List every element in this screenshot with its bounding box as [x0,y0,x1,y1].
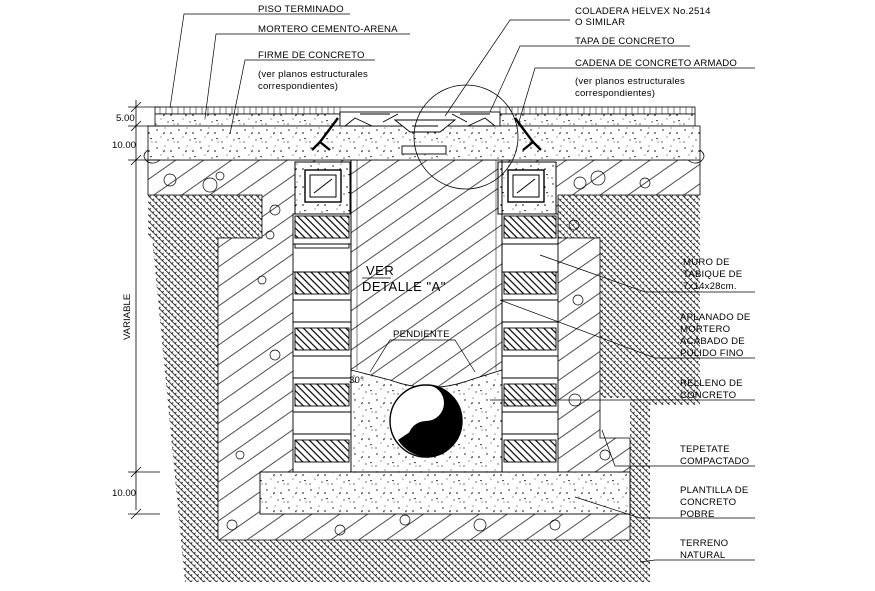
label-detalle: DETALLE "A" [362,279,446,294]
rebar [311,117,542,151]
label-aplanado-3: ACABADO DE [680,336,745,347]
dimension-line [128,100,160,520]
label-cadena-note-1: (ver planos estructurales [575,76,685,87]
dim-10-top: 10.00 [112,140,136,151]
leader-lines [169,13,755,563]
dim-10-bottom: 10.00 [112,488,136,499]
label-plantilla-2: CONCRETO [680,497,736,508]
label-aplanado-1: APLANADO DE [680,312,750,323]
label-plantilla-1: PLANTILLA DE [680,485,749,496]
label-angle: 30° [349,375,364,386]
label-tepetate-2: COMPACTADO [680,456,749,467]
right-brick-wall [501,213,559,473]
label-relleno-2: CONCRETO [680,390,736,401]
natural-ground [148,195,700,582]
label-aplanado-2: MORTERO [680,324,730,335]
label-firme-note-1: (ver planos estructurales [258,69,368,80]
label-relleno-1: RELLENO DE [680,378,743,389]
floor-drain [339,111,501,155]
label-terreno-2: NATURAL [680,550,726,561]
label-mortero: MORTERO CEMENTO-ARENA [258,24,398,35]
left-bond-beam [294,161,351,215]
label-firme: FIRME DE CONCRETO [258,50,365,61]
label-tapa: TAPA DE CONCRETO [575,36,675,47]
label-ver: VER [366,263,394,278]
label-muro-3: 7x14x28cm. [683,281,737,292]
label-tepetate-1: TEPETATE [680,444,730,455]
right-bond-beam [497,161,557,215]
lean-concrete-base [259,471,631,515]
label-coladera-1: COLADERA HELVEX No.2514 [575,6,711,17]
dim-variable: VARIABLE [122,294,133,340]
label-muro-1: MURO DE [683,257,730,268]
compacted-fill [147,159,701,541]
label-cadena-note-2: correspondientes) [575,88,655,99]
label-plantilla-3: POBRE [680,509,715,520]
label-pendiente: PENDIENTE [393,329,450,340]
label-coladera-2: O SIMILAR [575,17,625,28]
label-piso: PISO TERMINADO [258,4,344,15]
label-muro-2: TABIQUE DE [683,269,742,280]
label-cadena: CADENA DE CONCRETO ARMADO [575,58,737,69]
label-terreno-1: TERRENO [680,538,728,549]
drain-pipe [389,384,463,458]
left-brick-wall [292,213,352,473]
label-aplanado-4: PULIDO FINO [680,348,744,359]
label-firme-note-2: correspondientes) [258,81,338,92]
dim-5: 5.00 [116,113,135,124]
